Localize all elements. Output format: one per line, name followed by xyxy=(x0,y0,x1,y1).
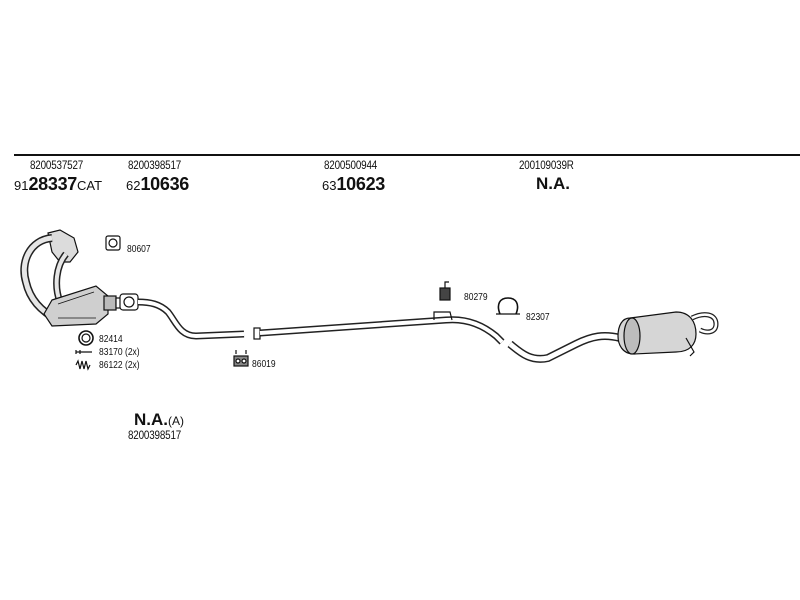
ring-icon xyxy=(78,330,94,346)
label-bolt: 83170 (2x) xyxy=(99,347,140,358)
label-clamp: 82307 xyxy=(526,312,550,323)
bottom-part-code: N.A.(A) xyxy=(134,410,184,430)
part-prefix-2: 62 xyxy=(126,178,141,193)
header-rule xyxy=(14,154,800,156)
label-spring: 86122 (2x) xyxy=(99,360,140,371)
part-code-1: 9128337CAT xyxy=(14,174,102,195)
part-suffix-1: CAT xyxy=(77,178,103,193)
part-na-4: N.A. xyxy=(536,174,570,193)
catalytic-converter-drawing xyxy=(20,229,123,327)
part-code-3: 6310623 xyxy=(322,174,385,195)
label-hanger: 80279 xyxy=(464,292,488,303)
label-mount: 86019 xyxy=(252,359,276,370)
hanger-icon xyxy=(439,281,451,301)
oe-number-3: 8200500944 xyxy=(324,158,378,172)
bottom-part-oe: 8200398517 xyxy=(128,428,182,442)
spring-icon xyxy=(75,359,91,371)
label-gasket: 80607 xyxy=(127,244,151,255)
rubber-mount-icon xyxy=(233,350,249,367)
front-pipe-drawing xyxy=(119,293,245,340)
oe-number-4: 200109039R xyxy=(519,158,574,172)
part-number-2: 10636 xyxy=(140,174,190,194)
bolt-icon xyxy=(75,350,92,354)
gasket-icon xyxy=(105,235,121,251)
bottom-part-na: N.A. xyxy=(134,410,168,429)
label-ring: 82414 xyxy=(99,334,123,345)
part-prefix-3: 63 xyxy=(322,178,337,193)
middle-pipe-drawing xyxy=(253,311,505,345)
part-prefix-1: 91 xyxy=(14,178,29,193)
clamp-icon xyxy=(496,297,520,315)
oe-number-1: 8200537527 xyxy=(30,158,84,172)
rear-silencer-drawing xyxy=(507,311,719,363)
part-number-1: 28337 xyxy=(28,174,78,194)
bottom-part-variant: (A) xyxy=(168,414,184,428)
part-code-2: 6210636 xyxy=(126,174,189,195)
oe-number-2: 8200398517 xyxy=(128,158,182,172)
part-number-3: 10623 xyxy=(336,174,386,194)
